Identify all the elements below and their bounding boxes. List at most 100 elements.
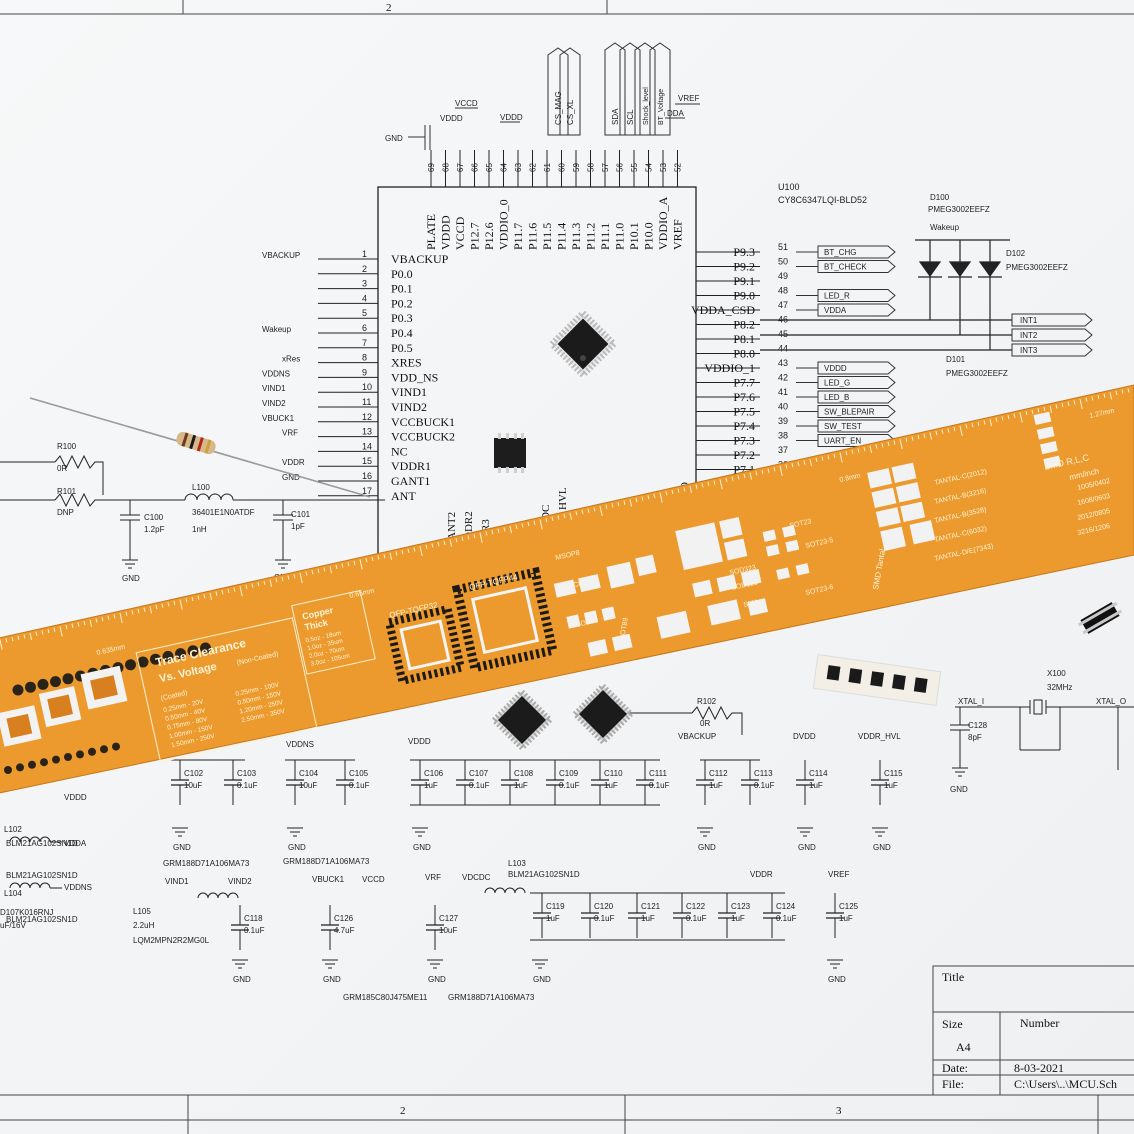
mcu-right-pin-num: 39 (778, 416, 788, 426)
row2-net-label: VREF (828, 870, 849, 879)
ruler-via-hole (25, 681, 36, 693)
cap-value: 0.1uF (237, 781, 258, 790)
mcu-right-pin-num: 50 (778, 257, 788, 267)
int3-flag: INT3 (1020, 346, 1038, 355)
ruler-small-hole (28, 760, 36, 769)
cap-ref: C112 (709, 769, 728, 778)
date-value: 8-03-2021 (1014, 1061, 1064, 1075)
d100-ref: D100 (930, 193, 950, 202)
mcu-right-pin-name: P9.3 (733, 245, 755, 259)
ruler-small-hole (52, 755, 60, 764)
mcu-top-pin-num: 65 (485, 163, 494, 172)
row1-net-label: VDDR_HVL (858, 732, 901, 741)
ruler-small-pads (553, 411, 1062, 657)
mcu-right-pin-name: P9.0 (733, 289, 755, 303)
cap-value: 1uF (424, 781, 438, 790)
gnd-label: GND (233, 975, 251, 984)
mcu-right-net-flag (817, 260, 896, 273)
mcu-top-pins: 69PLATE68VDDD67VCCD66P12.765P12.664VDDIO… (424, 150, 685, 250)
row1-part-2: GRM188D71A106MA73 (283, 857, 370, 866)
cap-value: 1uF (709, 781, 723, 790)
mcu-top-pin-name: VDDIO_0 (497, 199, 511, 250)
ruler-small-hole (88, 747, 96, 756)
cap-value: 10uF (299, 781, 317, 790)
cap-ref: C107 (469, 769, 489, 778)
d102-ref: D102 (1006, 249, 1026, 258)
smd-resistor-strip (812, 653, 942, 707)
mcu-left-pin-net: VRF (282, 429, 298, 438)
d102-part: PMEG3002EEFZ (1006, 263, 1068, 272)
size-label: Size (942, 1017, 963, 1031)
mcu-left-pin-name: P0.1 (391, 282, 413, 296)
mcu-right-pin-name: VDDA_CSD (691, 303, 755, 317)
mcu-top-pin-name: P11.3 (569, 223, 583, 250)
frame-col-3: 3 (836, 1105, 842, 1117)
mcu-left-pin-net: xRes (282, 355, 300, 364)
mcu-left-pin-num: 9 (362, 367, 367, 377)
mcu-right-net-flag (817, 376, 896, 389)
frame-col-top: 2 (386, 2, 392, 14)
mcu-left-pin-net: GND (282, 473, 300, 482)
mcu-left-pin-name: P0.5 (391, 341, 413, 355)
mcu-right-net-flag (817, 289, 896, 302)
mcu-left-pin-num: 11 (362, 397, 371, 407)
ruler-via-hole (50, 676, 61, 688)
mcu-left-pin-name: P0.2 (391, 296, 413, 310)
mcu-left-pin-num: 10 (362, 382, 372, 392)
mcu-left-pin-net: VIND1 (262, 384, 286, 393)
mcu-left-pin-name: NC (391, 444, 408, 458)
l103-ref: L103 (508, 859, 526, 868)
ruler-via-hole (37, 678, 49, 690)
mcu-left-pin-num: 12 (362, 412, 372, 422)
mcu-bottom-pin-hvl: HVL (557, 487, 569, 510)
top-net-bt-voltage: BT_Voltage (658, 89, 665, 125)
cap-ref: C118 (244, 914, 263, 923)
mcu-right-pin-name: P7.5 (733, 405, 755, 419)
int2-flag: INT2 (1020, 331, 1038, 340)
gnd-label: GND (798, 843, 816, 852)
mcu-right-pin-num: 43 (778, 358, 788, 368)
cap-ref: C114 (809, 769, 828, 778)
rf-gnd-1: GND (122, 574, 140, 583)
mcu-right-pin-name: P7.7 (733, 376, 755, 390)
c101-val: 1pF (291, 522, 305, 531)
gnd-label: GND (413, 843, 431, 852)
mcu-left-pin-name: VIND2 (391, 400, 427, 414)
mcu-left-pin-num: 1 (362, 249, 367, 259)
mcu-right-net-flag (817, 419, 896, 433)
mcu-left-pin-net: VDDR (282, 458, 305, 467)
row1-part-1: GRM188D71A106MA73 (163, 859, 250, 868)
l105-ref: L105 (133, 907, 151, 916)
cap-ref: C127 (439, 914, 459, 923)
mcu-top-pin-name: P11.7 (511, 223, 525, 250)
date-label: Date: (942, 1061, 968, 1075)
crystal-circuit (950, 699, 1134, 777)
mcu-left-pin-net: Wakeup (262, 325, 292, 334)
r102-resistor (630, 705, 743, 735)
mcu-left-pin-name: P0.4 (391, 326, 413, 340)
ruler-small-hole (16, 763, 24, 772)
file-value: C:\Users\..\MCU.Sch (1014, 1077, 1117, 1091)
row1-net-label: VDDD (408, 737, 431, 746)
mcu-top-pin-num: 53 (659, 163, 668, 172)
decoupling-row-2: C1180.1uFGNDC1264.7uFGNDC12710uFGNDC1191… (133, 859, 859, 1002)
mcu-top-pin-num: 67 (456, 163, 465, 172)
ruler-label-ssop8: SSOP8 (571, 618, 595, 630)
d100-part: PMEG3002EEFZ (928, 205, 990, 214)
ruler-via-hole (62, 673, 74, 685)
gnd-label: GND (873, 843, 891, 852)
left-cap-rating: uF/16V (0, 921, 26, 930)
ruler-label-sma: SMA (743, 599, 760, 609)
xtal-out-net: XTAL_O (1096, 697, 1126, 706)
mcu-right-pin-name: P8.1 (733, 332, 755, 346)
mcu-left-pin-net: VIND2 (262, 399, 286, 408)
left-inductor-text: BLM21AG102SN1D (6, 915, 78, 924)
d101-part: PMEG3002EEFZ (946, 369, 1008, 378)
size-value: A4 (956, 1040, 971, 1054)
ruler-small-hole (4, 766, 12, 774)
mcu-top-pin-name: VCCD (453, 216, 467, 250)
file-label: File: (942, 1077, 964, 1091)
c100-ref: C100 (144, 513, 164, 522)
mcu-left-pin-num: 8 (362, 353, 367, 363)
cap-value: 0.1uF (649, 781, 670, 790)
